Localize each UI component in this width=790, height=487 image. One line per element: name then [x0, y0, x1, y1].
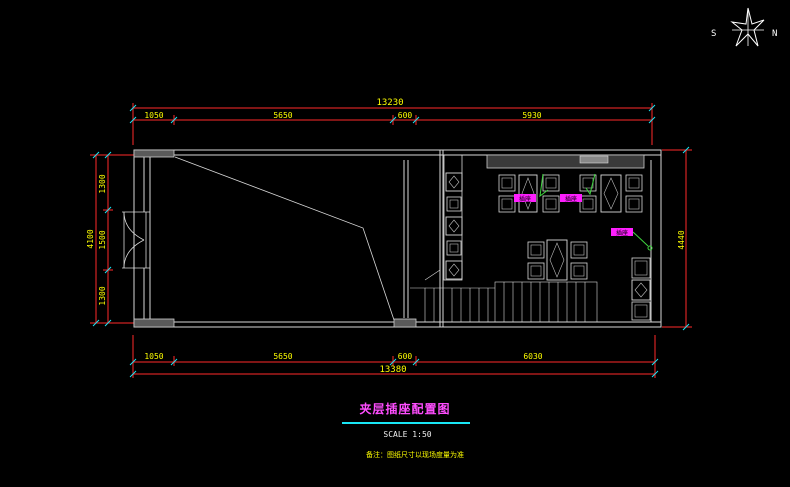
socket-label: 插座 [519, 195, 531, 203]
chair-icon [625, 195, 643, 213]
chair-seat [530, 244, 542, 256]
left-dimension-segment: 1300 [98, 174, 107, 193]
table-icon [445, 172, 463, 192]
drawing-note: 备注：图纸尺寸以现场度量为准 [366, 451, 464, 459]
socket-label: 插座 [565, 195, 577, 203]
staircase [410, 269, 598, 323]
table-icon [600, 174, 622, 213]
left-dimension-lines [90, 154, 134, 324]
chair-seat [501, 198, 513, 210]
table-icon [631, 279, 651, 301]
table-icon [546, 239, 568, 281]
drawing-title: 夹层插座配置图 [359, 402, 451, 416]
bottom-dimension-ticks [129, 358, 659, 378]
building-walls [133, 149, 662, 328]
top-dimension-segment: 5650 [273, 111, 292, 120]
left-dimension-segment: 1300 [98, 286, 107, 305]
chair-seat [628, 198, 640, 210]
left-dimension-segment: 1500 [98, 230, 107, 249]
title-underline [342, 422, 470, 424]
bottom-dimension-segment: 6030 [523, 352, 542, 361]
table-top [521, 177, 535, 210]
table-icon [445, 216, 463, 236]
left-dimension-ticks [92, 151, 112, 327]
left-total-dimension: 4100 [86, 229, 95, 248]
chair-seat [501, 177, 513, 189]
table-icon [518, 174, 538, 213]
bottom-dimension-lines [132, 335, 656, 378]
chair-seat [530, 265, 542, 277]
drawing-title-block: 夹层插座配置图 [330, 400, 480, 424]
entrance-door [122, 211, 150, 269]
bottom-total-dimension: 13380 [379, 365, 406, 375]
table-top [448, 175, 460, 189]
table-top [603, 177, 619, 210]
right-total-dimension: 4440 [677, 230, 686, 249]
table-top [448, 263, 460, 277]
socket-label-tags [514, 194, 633, 236]
top-dimension-ticks [129, 104, 656, 124]
chair-icon [625, 174, 643, 192]
table-top [549, 242, 565, 278]
compass-icon [730, 7, 765, 47]
drawing-scale: SCALE 1:50 [383, 430, 432, 439]
chair-icon [579, 174, 597, 192]
counter [486, 154, 645, 169]
right-dimension-lines [662, 149, 692, 328]
chair-icon [631, 257, 651, 279]
top-dimension-segment: 1050 [144, 111, 163, 120]
bottom-dimension-segment: 1050 [144, 352, 163, 361]
top-dimension-segment: 600 [398, 111, 413, 120]
chair-icon [570, 262, 588, 280]
mezzanine-void-edge [174, 156, 395, 321]
chair-icon [498, 174, 516, 192]
right-dimension-ticks [682, 146, 690, 331]
chair-seat [582, 198, 594, 210]
structural-columns [133, 149, 417, 328]
chair-seat [634, 304, 648, 318]
chair-seat [634, 260, 648, 276]
chair-seat [545, 177, 557, 189]
chair-seat [449, 243, 459, 253]
socket-label: 插座 [616, 229, 628, 237]
chair-seat [573, 244, 585, 256]
top-dimension-segment: 5930 [522, 111, 541, 120]
chair-icon [527, 241, 545, 259]
table-icon [445, 260, 463, 280]
top-dimension-lines [132, 103, 653, 145]
chair-seat [628, 177, 640, 189]
sink-icon [579, 155, 609, 164]
bottom-dimension-segment: 600 [398, 352, 413, 361]
compass-south-label: S [711, 29, 716, 39]
chair-seat [573, 265, 585, 277]
chair-icon [542, 195, 560, 213]
chair-icon [446, 240, 462, 256]
chair-icon [570, 241, 588, 259]
chair-icon [542, 174, 560, 192]
chair-icon [446, 196, 462, 212]
chair-seat [545, 198, 557, 210]
furniture-group [445, 172, 651, 321]
compass-north-label: N [772, 29, 777, 39]
socket-markers [539, 173, 653, 251]
chair-icon [631, 301, 651, 321]
top-total-dimension: 13230 [376, 98, 403, 108]
table-top [448, 219, 460, 233]
chair-seat [449, 199, 459, 209]
bottom-dimension-segment: 5650 [273, 352, 292, 361]
chair-icon [579, 195, 597, 213]
chair-icon [527, 262, 545, 280]
chair-icon [498, 195, 516, 213]
table-top [634, 282, 648, 298]
